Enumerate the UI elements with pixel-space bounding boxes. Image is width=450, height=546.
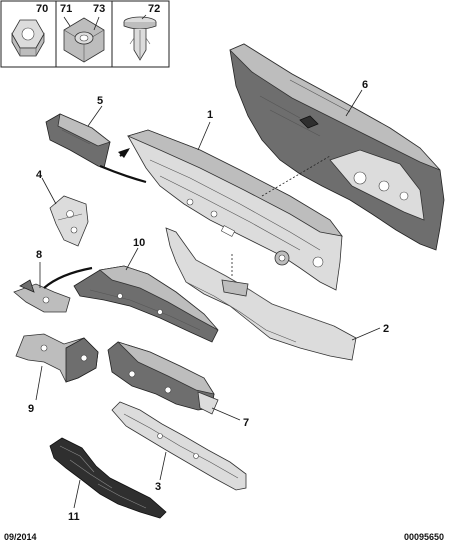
bracket-side-part <box>13 279 71 313</box>
callout-6: 6 <box>362 79 368 91</box>
hex-nut-icon <box>11 19 45 57</box>
assembly-arrow-5 <box>99 164 147 184</box>
gusset-part <box>15 333 99 383</box>
callout-8: 8 <box>36 249 42 261</box>
reference-number: 00095650 <box>403 532 444 542</box>
leader-3 <box>159 451 167 481</box>
callout-2: 2 <box>383 323 389 335</box>
assembly-dashed-1-6 <box>261 155 331 197</box>
assembly-arrow-8 <box>43 266 93 289</box>
bracket-small-part <box>49 195 89 247</box>
label-70: 70 <box>36 3 48 15</box>
leader-6 <box>345 89 363 117</box>
leader-11 <box>73 479 81 509</box>
fastener-legend: 70 71 73 72 <box>0 0 170 68</box>
crossmember-part <box>107 341 219 415</box>
label-71: 71 <box>60 3 72 15</box>
assembly-arrow-4 <box>119 149 129 157</box>
end-cover-part <box>45 113 111 169</box>
scuttle-panel-part <box>126 129 343 291</box>
sound-deadener-part <box>49 437 167 519</box>
callout-9: 9 <box>28 403 34 415</box>
dash-lower-panel-part <box>165 227 357 361</box>
callout-7: 7 <box>243 417 249 429</box>
insulation-panel-part <box>73 265 219 343</box>
leader-1 <box>197 121 211 151</box>
leader-5 <box>87 105 103 127</box>
clip-nut-icon <box>63 16 105 63</box>
callout-1: 1 <box>207 109 213 121</box>
callout-5: 5 <box>97 95 103 107</box>
date-code: 09/2014 <box>4 532 37 542</box>
callout-11: 11 <box>68 511 80 523</box>
leader-2 <box>351 327 381 341</box>
bulkhead-part <box>229 43 445 251</box>
floor-reinforcement-part <box>111 401 247 491</box>
label-72: 72 <box>148 3 160 15</box>
leader-9 <box>35 365 43 401</box>
callout-3: 3 <box>155 481 161 493</box>
push-rivet-icon <box>123 14 157 61</box>
callout-4: 4 <box>36 169 43 181</box>
callout-10: 10 <box>133 237 145 249</box>
leader-4 <box>41 177 57 205</box>
label-73: 73 <box>93 3 105 15</box>
leader-10 <box>125 247 139 271</box>
leader-7 <box>211 407 241 421</box>
